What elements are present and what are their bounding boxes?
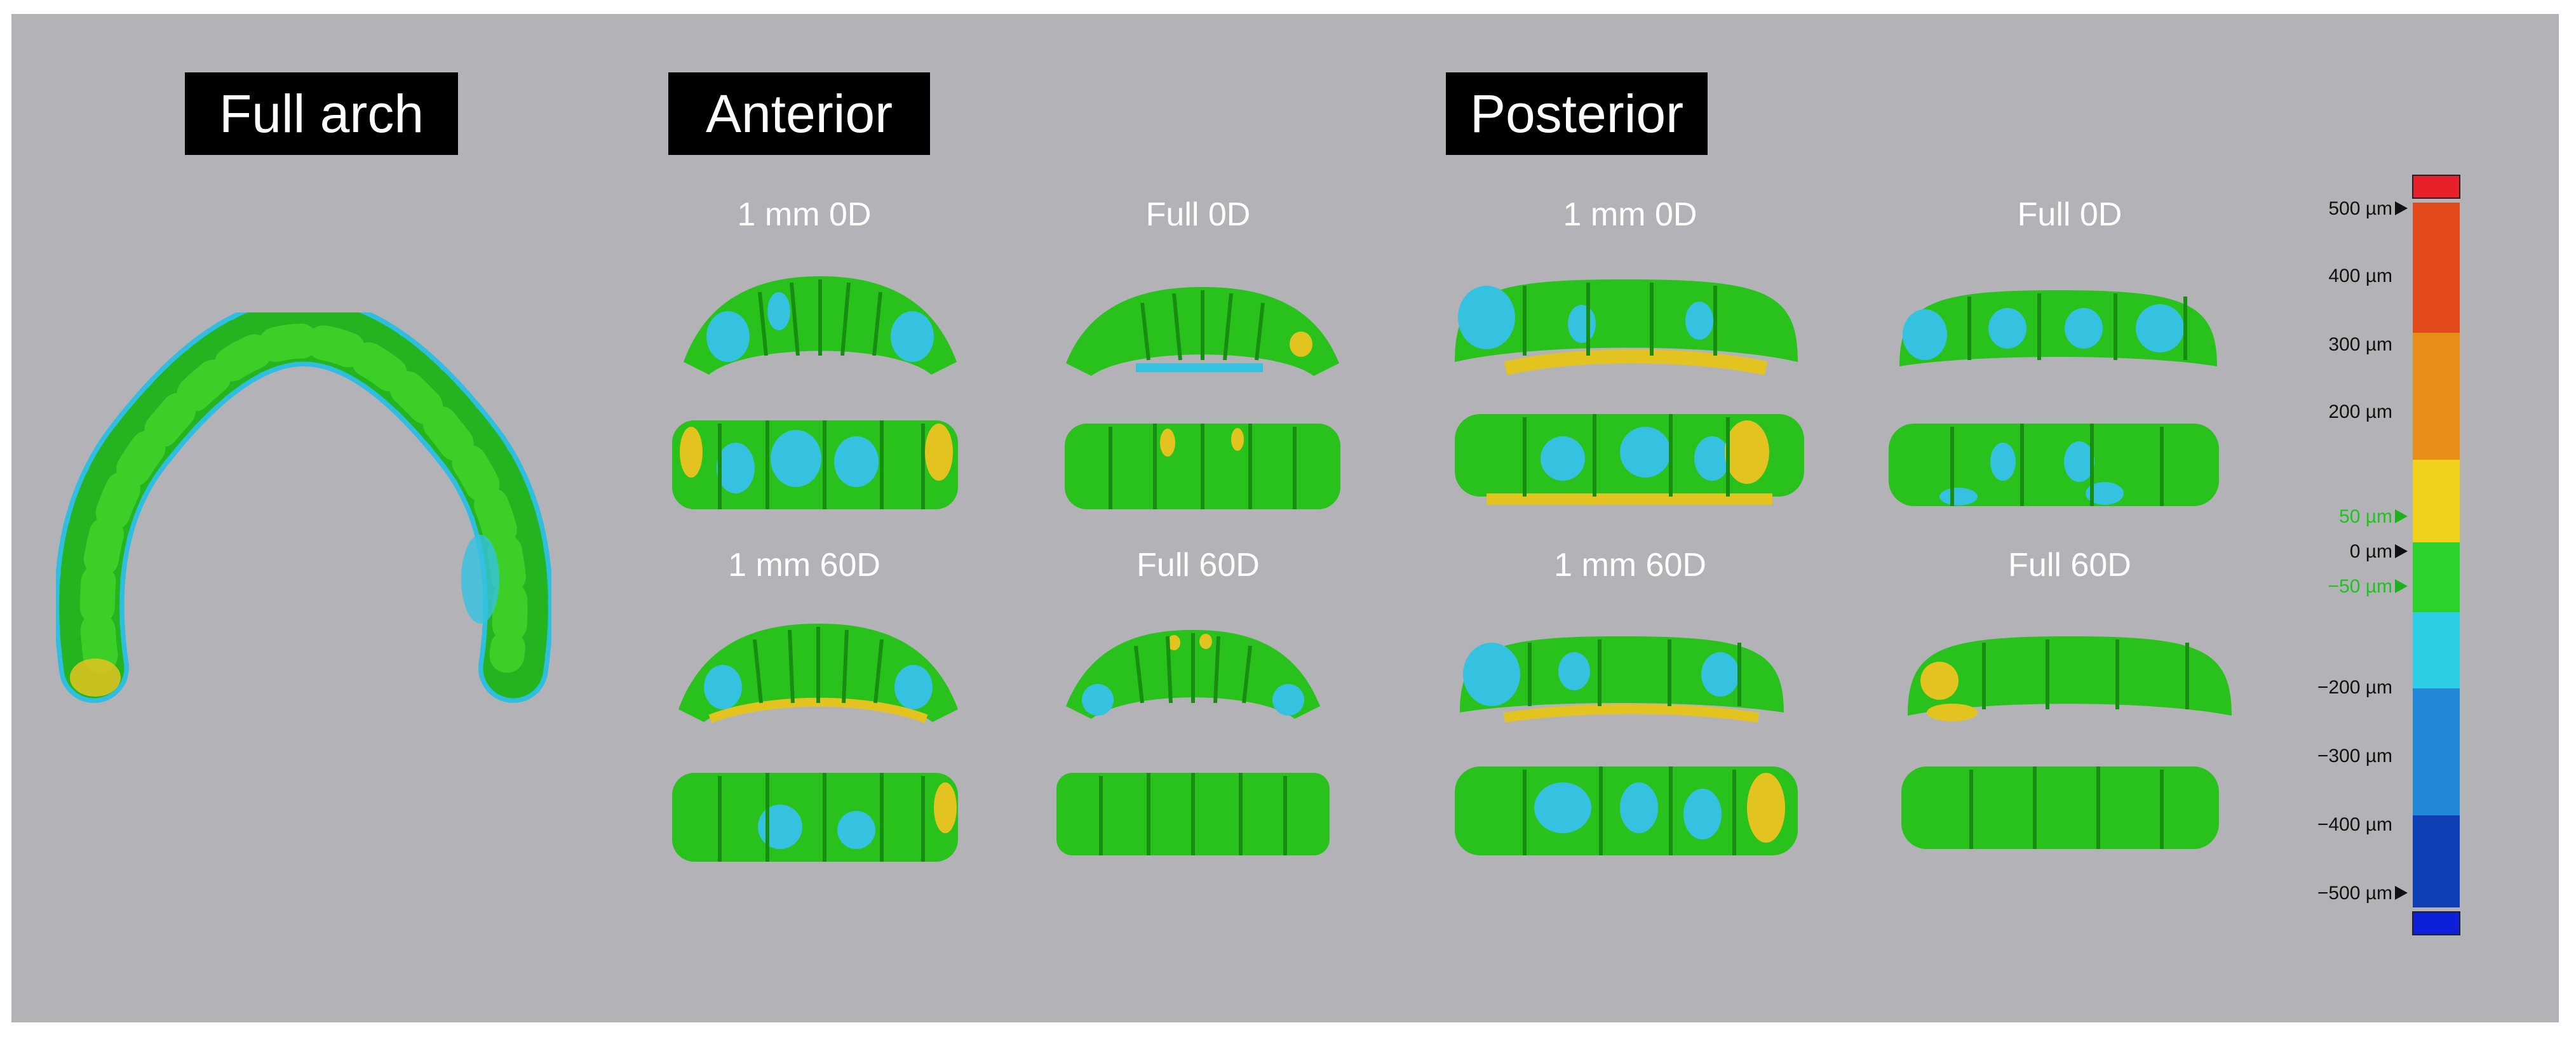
anterior-1mm-60d-label: 1 mm 60D bbox=[728, 547, 880, 584]
posterior-full-0d-label: Full 0D bbox=[2017, 196, 2122, 233]
posterior-full-60d-occlusal bbox=[1901, 624, 2238, 735]
full-arch-header: Full arch bbox=[185, 72, 458, 155]
color-scale-bar bbox=[2411, 174, 2461, 936]
anterior-full-0d-facial bbox=[1060, 411, 1345, 516]
scale-marker-50 bbox=[2395, 509, 2408, 523]
scale-label-neg50: −50 µm bbox=[2328, 576, 2393, 597]
scale-label-400: 400 µm bbox=[2328, 265, 2392, 286]
posterior-1mm-0d-label: 1 mm 0D bbox=[1563, 196, 1697, 233]
scale-label-neg200: −200 µm bbox=[2317, 677, 2392, 698]
scale-label-neg300: −300 µm bbox=[2317, 746, 2392, 766]
scale-marker-0 bbox=[2395, 544, 2408, 558]
scale-label-50: 50 µm bbox=[2339, 506, 2392, 527]
anterior-1mm-0d-label: 1 mm 0D bbox=[737, 196, 872, 233]
scale-marker-500 bbox=[2395, 201, 2408, 215]
scale-label-200: 200 µm bbox=[2328, 401, 2392, 422]
posterior-1mm-0d-facial bbox=[1448, 401, 1811, 509]
posterior-header: Posterior bbox=[1446, 72, 1708, 155]
scale-label-neg500: −500 µm bbox=[2317, 883, 2392, 904]
scale-marker-neg500 bbox=[2395, 886, 2408, 900]
anterior-1mm-0d-occlusal bbox=[677, 267, 963, 387]
anterior-full-60d-occlusal bbox=[1060, 617, 1326, 732]
anterior-1mm-0d-facial bbox=[666, 408, 964, 516]
posterior-full-0d-occlusal bbox=[1893, 278, 2223, 389]
posterior-full-60d-label: Full 60D bbox=[2008, 547, 2131, 584]
posterior-1mm-0d-occlusal bbox=[1448, 267, 1804, 384]
anterior-1mm-60d-facial bbox=[666, 763, 964, 865]
anterior-full-0d-label: Full 0D bbox=[1145, 196, 1251, 233]
posterior-1mm-60d-facial bbox=[1448, 757, 1804, 862]
anterior-full-60d-facial bbox=[1053, 763, 1333, 859]
full-arch-model bbox=[56, 312, 551, 719]
anterior-full-0d-occlusal bbox=[1060, 274, 1345, 389]
posterior-full-60d-facial bbox=[1895, 757, 2225, 855]
anterior-1mm-60d-occlusal bbox=[672, 614, 964, 732]
anterior-header: Anterior bbox=[668, 72, 930, 155]
posterior-1mm-60d-label: 1 mm 60D bbox=[1554, 547, 1706, 584]
scale-marker-neg50 bbox=[2395, 579, 2408, 593]
scale-label-500: 500 µm bbox=[2328, 198, 2392, 219]
scale-label-neg400: −400 µm bbox=[2317, 814, 2392, 835]
scale-label-0: 0 µm bbox=[2349, 541, 2392, 562]
posterior-1mm-60d-occlusal bbox=[1453, 624, 1790, 732]
figure-panel: Full arch Anterior Posterior 1 mm 0D Ful… bbox=[11, 14, 2559, 1022]
posterior-full-0d-facial bbox=[1882, 411, 2225, 512]
anterior-full-60d-label: Full 60D bbox=[1136, 547, 1260, 584]
scale-label-300: 300 µm bbox=[2328, 334, 2392, 355]
